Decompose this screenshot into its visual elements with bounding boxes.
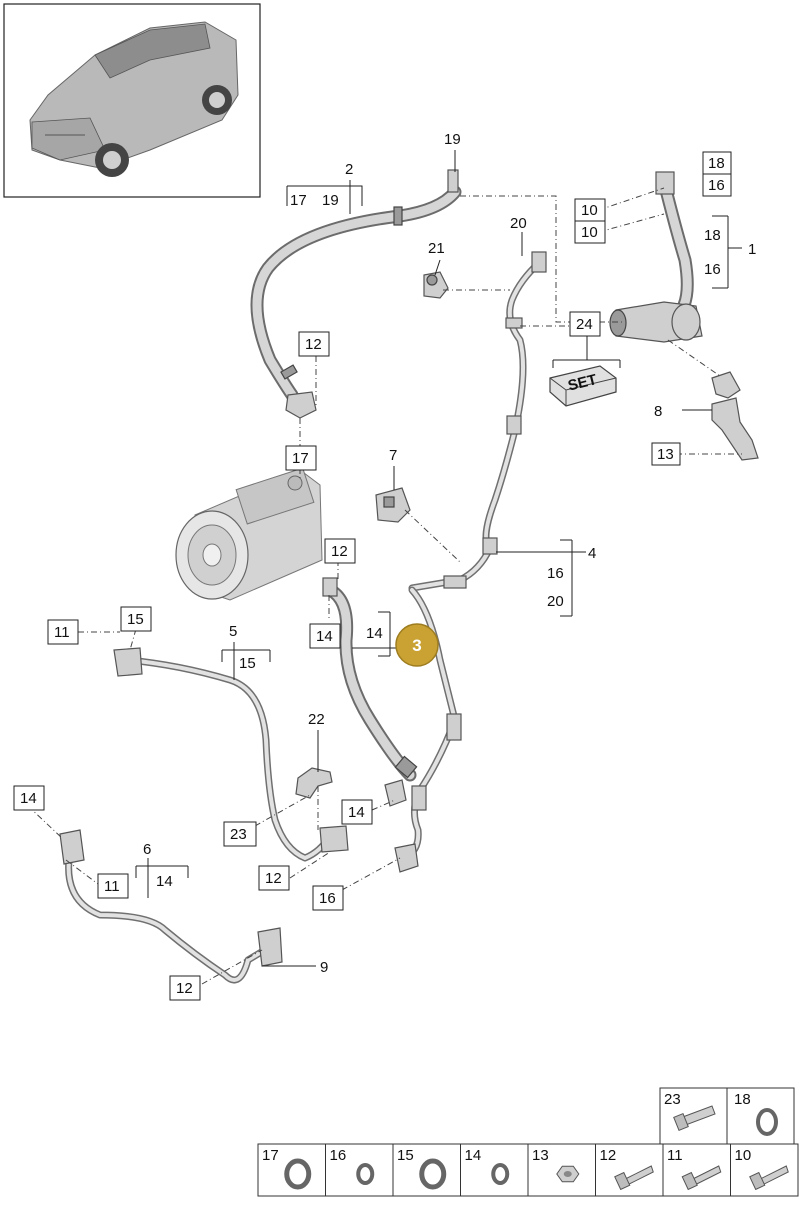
boxed-reference-labels: 18 16 10 10 24 12 17 13 12 14 11 15 14 1… — [13, 151, 732, 1001]
legend-num-10: 10 — [735, 1147, 752, 1164]
sensor-21 — [423, 271, 449, 299]
bracket-reference-labels: 17 19 18 16 16 20 14 15 14 — [156, 192, 721, 890]
box-ref-12d: 12 — [176, 980, 193, 997]
dash-leaders — [27, 187, 742, 985]
fastener-legend: 17 16 15 14 13 12 11 10 23 18 — [257, 1087, 799, 1197]
box-ref-12b: 12 — [331, 543, 348, 560]
box-ref-14c: 14 — [348, 804, 365, 821]
callout-4: 4 — [588, 545, 596, 562]
ref-2a: 17 — [290, 192, 307, 209]
callout-20: 20 — [510, 215, 527, 232]
callout-1: 1 — [748, 241, 756, 258]
ref-1a: 18 — [704, 227, 721, 244]
box-ref-11b: 11 — [104, 878, 120, 895]
seal-set-box: SET — [549, 365, 617, 407]
box-ref-14b: 14 — [20, 790, 37, 807]
legend-num-16: 16 — [330, 1147, 347, 1164]
box-ref-17: 17 — [292, 450, 309, 467]
legend-num-12: 12 — [600, 1147, 617, 1164]
legend-num-23: 23 — [664, 1091, 681, 1108]
bracket-8 — [711, 371, 759, 461]
callout-numbers: 2 19 20 21 1 8 7 4 5 22 6 9 — [143, 131, 756, 976]
callout-22: 22 — [308, 711, 325, 728]
callout-8: 8 — [654, 403, 662, 420]
callout-2: 2 — [345, 161, 353, 178]
box-ref-18: 18 — [708, 155, 725, 172]
legend-num-13: 13 — [532, 1147, 549, 1164]
callout-6: 6 — [143, 841, 151, 858]
ref-3a: 14 — [366, 625, 383, 642]
legend-cell-17: 17 — [257, 1143, 326, 1197]
bracket-22 — [295, 767, 333, 799]
legend-num-11: 11 — [667, 1147, 683, 1164]
ac-compressor — [175, 467, 323, 601]
legend-num-15: 15 — [397, 1147, 414, 1164]
bolt-icon — [614, 1165, 654, 1191]
pipe-6 — [59, 829, 283, 984]
o-ring-icon — [491, 1163, 510, 1185]
legend-num-14: 14 — [465, 1147, 482, 1164]
box-ref-12c: 12 — [265, 870, 282, 887]
legend-cell-14: 14 — [460, 1143, 529, 1197]
set-label: SET — [566, 371, 598, 395]
ref-6a: 14 — [156, 873, 173, 890]
part-3-badge-label: 3 — [412, 636, 421, 655]
valve-7 — [375, 487, 411, 523]
box-ref-10a: 10 — [581, 202, 598, 219]
box-ref-23: 23 — [230, 826, 247, 843]
callout-5: 5 — [229, 623, 237, 640]
box-ref-16b: 16 — [319, 890, 336, 907]
box-ref-12a: 12 — [305, 336, 322, 353]
ref-2b: 19 — [322, 192, 339, 209]
box-ref-11a: 11 — [54, 624, 70, 641]
hose-14 — [322, 577, 418, 807]
box-ref-15: 15 — [127, 611, 144, 628]
pipe-assembly-4 — [408, 251, 547, 592]
ref-1b: 16 — [704, 261, 721, 278]
callout-19: 19 — [444, 131, 461, 148]
callout-21: 21 — [428, 240, 445, 257]
vehicle-thumbnail — [3, 3, 261, 198]
part-3-badge[interactable]: 3 — [395, 623, 439, 667]
callout-7: 7 — [389, 447, 397, 464]
nut-icon — [556, 1165, 580, 1183]
dryer-assembly-1 — [609, 171, 703, 343]
o-ring-icon — [284, 1158, 312, 1190]
bolt-icon — [673, 1105, 716, 1132]
legend-cell-15: 15 — [392, 1143, 461, 1197]
o-ring-icon — [356, 1163, 375, 1185]
legend-cell-11: 11 — [662, 1143, 731, 1197]
ref-5a: 15 — [239, 655, 256, 672]
o-ring-icon — [756, 1108, 778, 1136]
legend-cell-16: 16 — [325, 1143, 394, 1197]
pipe-5 — [113, 647, 349, 862]
bolt-icon — [681, 1165, 722, 1191]
legend-cell-12: 12 — [595, 1143, 664, 1197]
ref-4a: 16 — [547, 565, 564, 582]
box-ref-10b: 10 — [581, 224, 598, 241]
box-ref-16a: 16 — [708, 177, 725, 194]
o-ring-icon — [419, 1158, 447, 1190]
callout-9: 9 — [320, 959, 328, 976]
legend-num-18: 18 — [734, 1091, 751, 1108]
box-ref-13: 13 — [657, 446, 674, 463]
legend-num-17: 17 — [262, 1147, 279, 1164]
legend-cell-13: 13 — [527, 1143, 596, 1197]
box-ref-14a: 14 — [316, 628, 333, 645]
ref-4b: 20 — [547, 593, 564, 610]
hose-assembly-2 — [250, 169, 462, 419]
bolt-icon — [749, 1165, 789, 1191]
box-ref-24: 24 — [576, 316, 593, 333]
solid-leaders — [135, 150, 742, 967]
legend-cell-10: 10 — [730, 1143, 799, 1197]
